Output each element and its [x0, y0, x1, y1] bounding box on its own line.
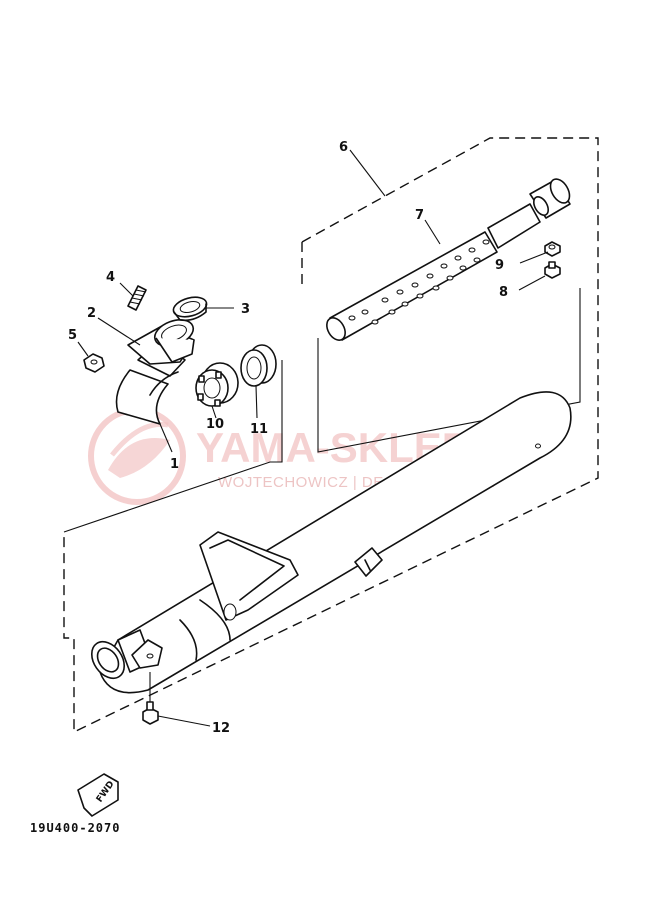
callout-2: 2: [87, 306, 96, 321]
callout-11: 11: [250, 422, 268, 437]
callout-9: 9: [495, 258, 504, 273]
callout-5: 5: [68, 328, 77, 343]
callout-6: 6: [339, 140, 348, 155]
callout-4: 4: [106, 270, 115, 285]
part-10-ring-nut: [195, 362, 239, 407]
part-11-ring: [240, 344, 277, 387]
callout-10: 10: [206, 417, 224, 432]
callout-3: 3: [241, 302, 250, 317]
part-5-nut: [83, 353, 105, 373]
callout-12: 12: [212, 721, 230, 736]
fwd-arrow-icon: FWD: [77, 773, 119, 817]
part-6-muffler: [90, 391, 572, 694]
callout-7: 7: [415, 208, 424, 223]
part-3-gasket: [172, 296, 208, 322]
callout-labels: 1 2 3 4 5 6 7 8 9 10 11 12: [68, 140, 508, 736]
part-12-bolt: [142, 672, 159, 725]
part-9-nut: [544, 241, 561, 257]
part-4-stud-bolt: [127, 285, 147, 311]
callout-8: 8: [499, 285, 508, 300]
leader-lines: [77, 149, 549, 727]
perforations: [348, 239, 490, 325]
assembly-boundary-6: [63, 137, 599, 734]
watermark-logo: [88, 407, 186, 505]
callout-1: 1: [170, 457, 179, 472]
part-7-inner-pipe: [326, 178, 571, 341]
assembly-boundary-bracket-left: [63, 360, 283, 533]
part-8-bolt: [544, 261, 561, 279]
drawing-code: 19U400-2070: [30, 821, 120, 835]
inner-tube-frame: [317, 288, 581, 453]
part-2-flange: [127, 319, 195, 365]
